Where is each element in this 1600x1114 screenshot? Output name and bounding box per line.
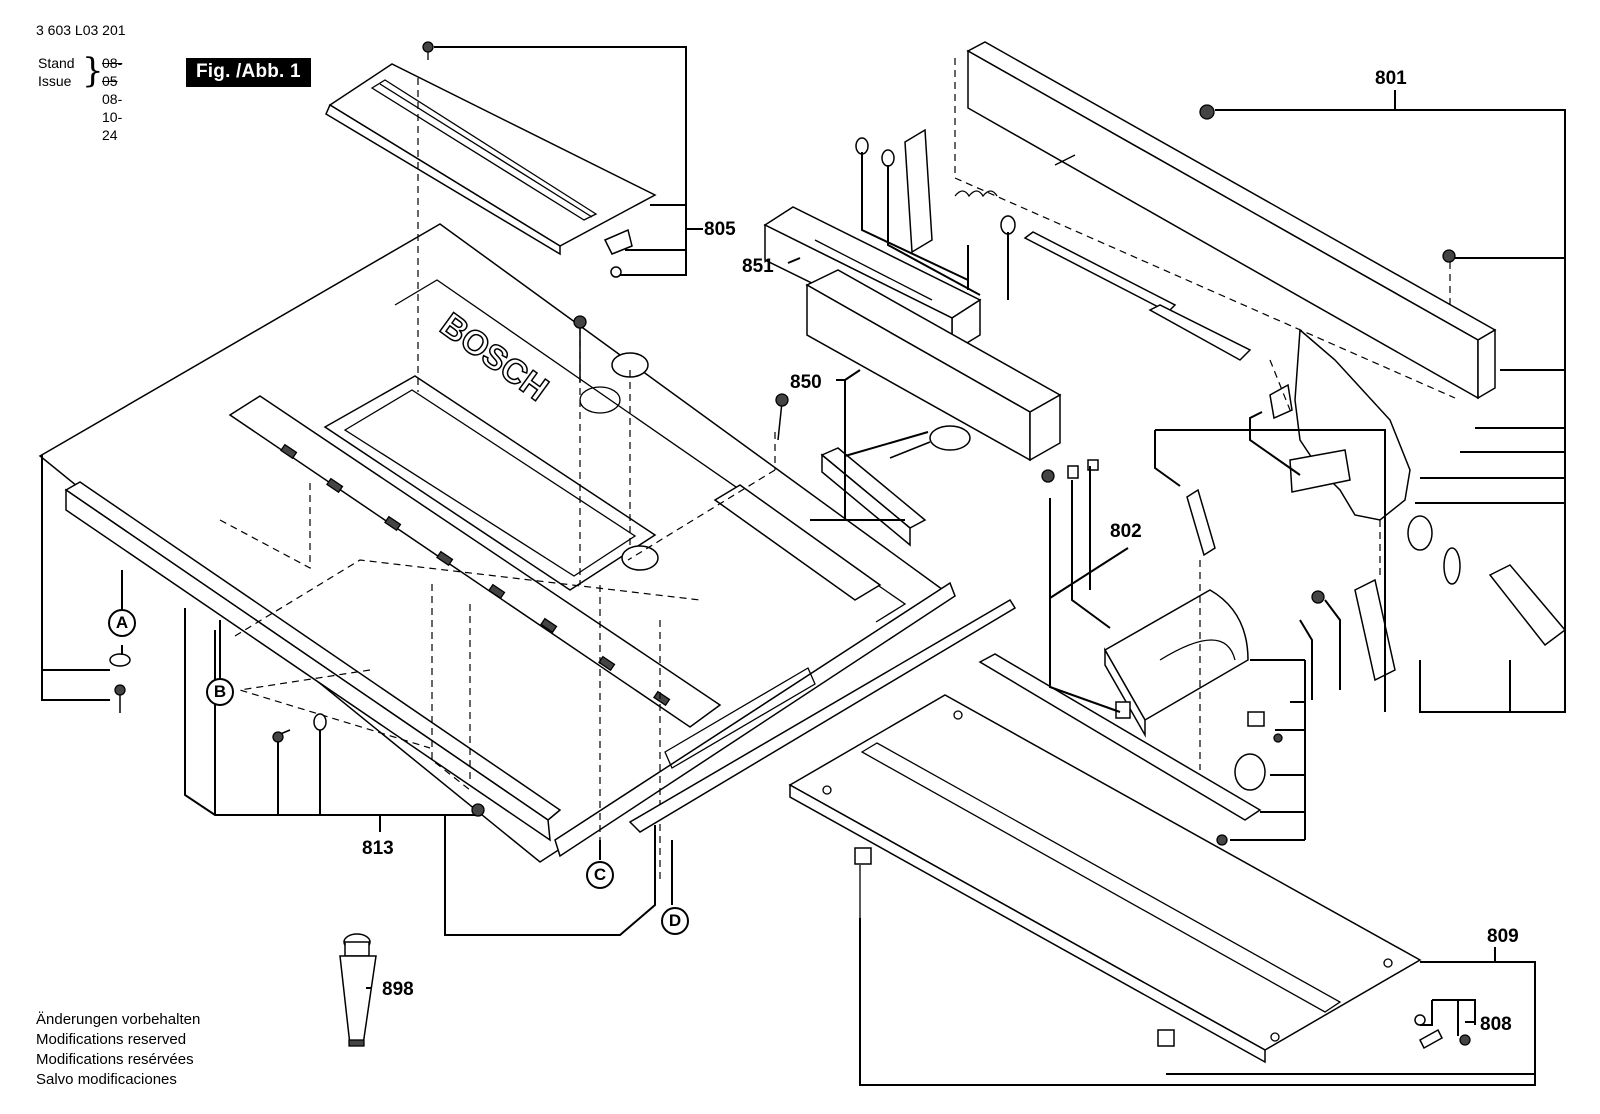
document-number: 3 603 L03 201 (36, 22, 126, 38)
callout-813: 813 (362, 838, 394, 859)
saw-table-top: BOSCH (38, 223, 952, 863)
table-screws (109, 315, 789, 817)
revision-block: Stand Issue } 08-05 08-10-24 (38, 54, 122, 143)
marker-c: C (586, 861, 614, 889)
modification-notes: Änderungen vorbehalten Modifications res… (36, 1010, 200, 1090)
small-parts-808 (1414, 1014, 1471, 1050)
marker-a: A (108, 609, 136, 637)
callout-805: 805 (704, 219, 736, 240)
fence-head (1269, 328, 1567, 682)
issue-date: 08-10-24 (102, 91, 123, 143)
lubricant-tube-898 (339, 933, 377, 1047)
callout-851: 851 (742, 256, 774, 277)
marker-b: B (206, 678, 234, 706)
figure-label: Fig. /Abb. 1 (186, 58, 311, 87)
callout-809: 809 (1487, 926, 1519, 947)
fence-850 (805, 269, 1099, 547)
callout-808: 808 (1480, 1014, 1512, 1035)
issue-label: Issue (38, 73, 72, 89)
table-extension-809 (788, 694, 1422, 1064)
leader-lines (41, 46, 1566, 1086)
callout-850: 850 (790, 372, 822, 393)
marker-d: D (661, 907, 689, 935)
note-english: Modifications reserved (36, 1031, 187, 1048)
callout-898: 898 (382, 979, 414, 1000)
note-german: Änderungen vorbehalten (36, 1011, 201, 1028)
brace-glyph: } (82, 51, 104, 91)
note-french: Modifications resérvées (36, 1051, 194, 1068)
callout-801: 801 (1375, 68, 1407, 89)
stand-label: Stand (38, 55, 75, 71)
note-spanish: Salvo modificaciones (36, 1071, 177, 1088)
stand-date-old: 08-05 (102, 55, 123, 89)
extension-bars (628, 598, 1262, 833)
miter-gauge-802 (1103, 488, 1283, 846)
insert-plate-805 (325, 63, 657, 278)
table-tabs (280, 443, 671, 707)
insert-screw-805 (422, 41, 434, 60)
callout-802: 802 (1110, 521, 1142, 542)
fence-clamp-parts (855, 128, 1252, 361)
rip-fence-rail-801 (954, 41, 1497, 400)
